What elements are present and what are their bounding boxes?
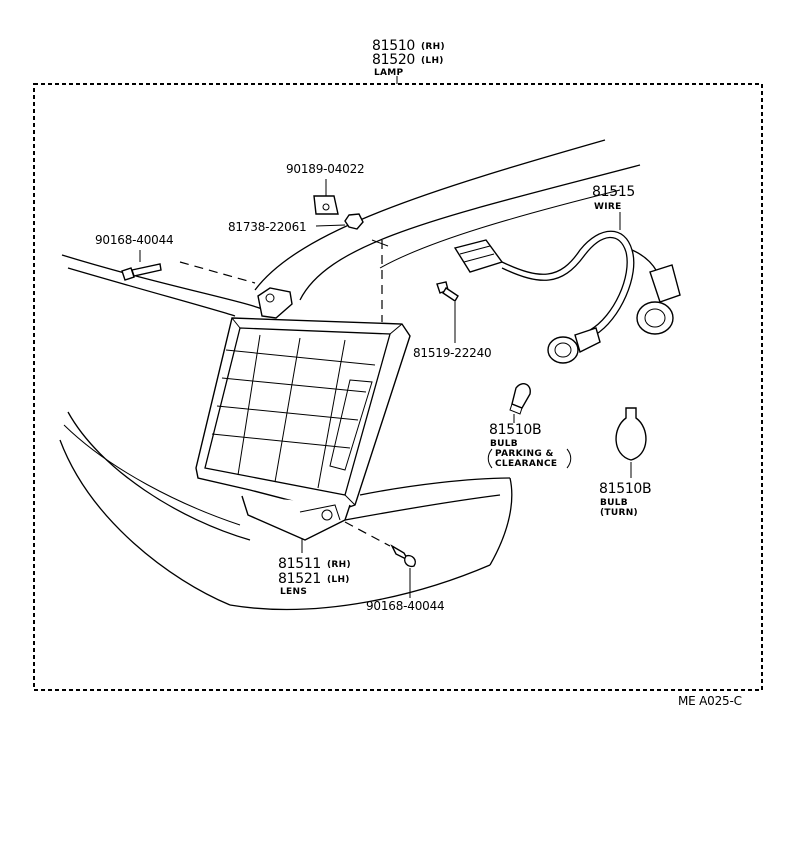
bumper [59,411,513,611]
lamp-name: LAMP [374,68,404,78]
bulb-parking-number: 81510B [489,422,541,438]
lamp-lh-number: 81520 [372,52,415,68]
bulb-turn [615,407,647,478]
assembly-boundary [33,83,763,691]
wire-name: WIRE [594,202,622,212]
lens-rh-number: 81511 [278,556,321,572]
nut-part [315,213,364,230]
screw-mid-label: 81519-22240 [413,346,491,360]
bulb-turn-number: 81510B [599,481,651,497]
lens-name: LENS [280,587,307,597]
bulb-parking-name: BULB [490,439,518,449]
clip-part [313,179,339,215]
screw-upper-label: 90168-40044 [95,233,173,247]
bulb-parking-desc2: CLEARANCE [495,459,557,469]
figure-code: ME A025-C [678,694,742,708]
wire-number: 81515 [592,184,635,200]
screw-lower-label: 90168-40044 [366,599,444,613]
fender-panel [61,139,641,317]
screw-lower-part [344,521,416,598]
nut-label: 81738-22061 [228,220,306,234]
lens-rh-suffix: (RH) [327,560,351,570]
lens-lh-number: 81521 [278,571,321,587]
screw-mid-part [436,281,459,343]
corner-lamp [195,287,411,541]
bulb-turn-desc: (TURN) [600,508,638,518]
lamp-rh-number: 81510 [372,38,415,54]
bulb-parking-desc1: PARKING & [495,449,554,459]
lamp-lh-suffix: (LH) [421,56,444,66]
wire-harness [453,212,681,364]
screw-upper-part [121,250,256,284]
bulb-turn-name: BULB [600,498,628,508]
clip-label: 90189-04022 [286,162,364,176]
bulb-parking-bracket-left [487,448,493,469]
bulb-parking [509,383,531,423]
bulb-parking-bracket-right [566,448,572,469]
lamp-rh-suffix: (RH) [421,42,445,52]
lens-lh-suffix: (LH) [327,575,350,585]
